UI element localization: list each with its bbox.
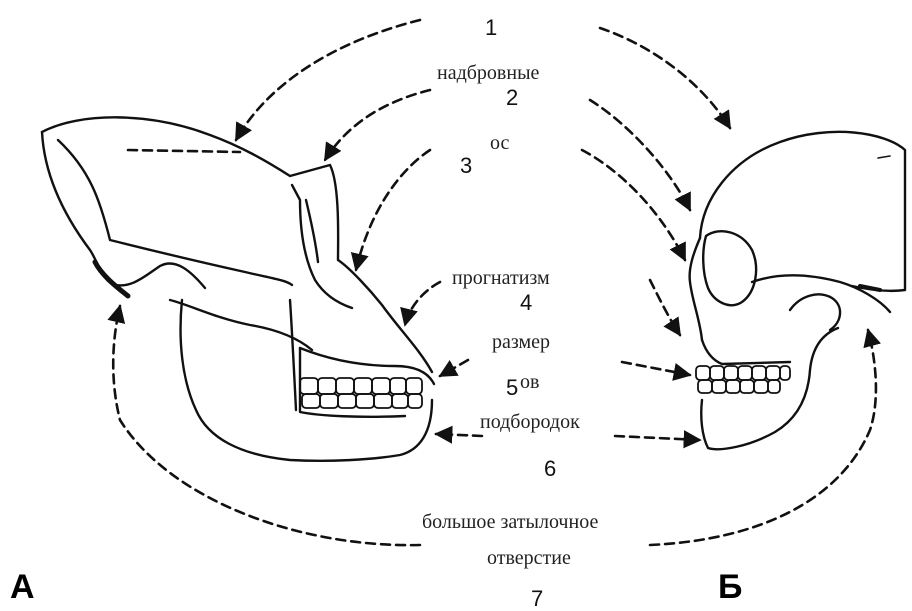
skull-b-letter: Б <box>718 570 742 604</box>
label-os-fragment: ос <box>490 133 509 153</box>
number-3: 3 <box>460 155 472 177</box>
skull-a <box>42 117 434 460</box>
number-1: 1 <box>485 17 497 39</box>
label-brow-ridges: надбровные <box>437 63 539 83</box>
number-5: 5 <box>506 377 518 399</box>
skull-b <box>690 132 905 449</box>
label-ov-fragment: ов <box>520 372 539 392</box>
label-prognathism: прогнатизм <box>452 268 550 288</box>
number-4: 4 <box>520 292 532 314</box>
label-foramen-magnum-1: большое затылочное <box>422 512 598 532</box>
number-2: 2 <box>506 87 518 109</box>
number-7: 7 <box>531 588 543 610</box>
skull-a-letter: А <box>10 570 35 604</box>
label-size: размер <box>492 332 550 352</box>
label-chin: подбородок <box>480 412 580 432</box>
number-6: 6 <box>544 458 556 480</box>
label-foramen-magnum-2: отверстие <box>487 548 571 568</box>
